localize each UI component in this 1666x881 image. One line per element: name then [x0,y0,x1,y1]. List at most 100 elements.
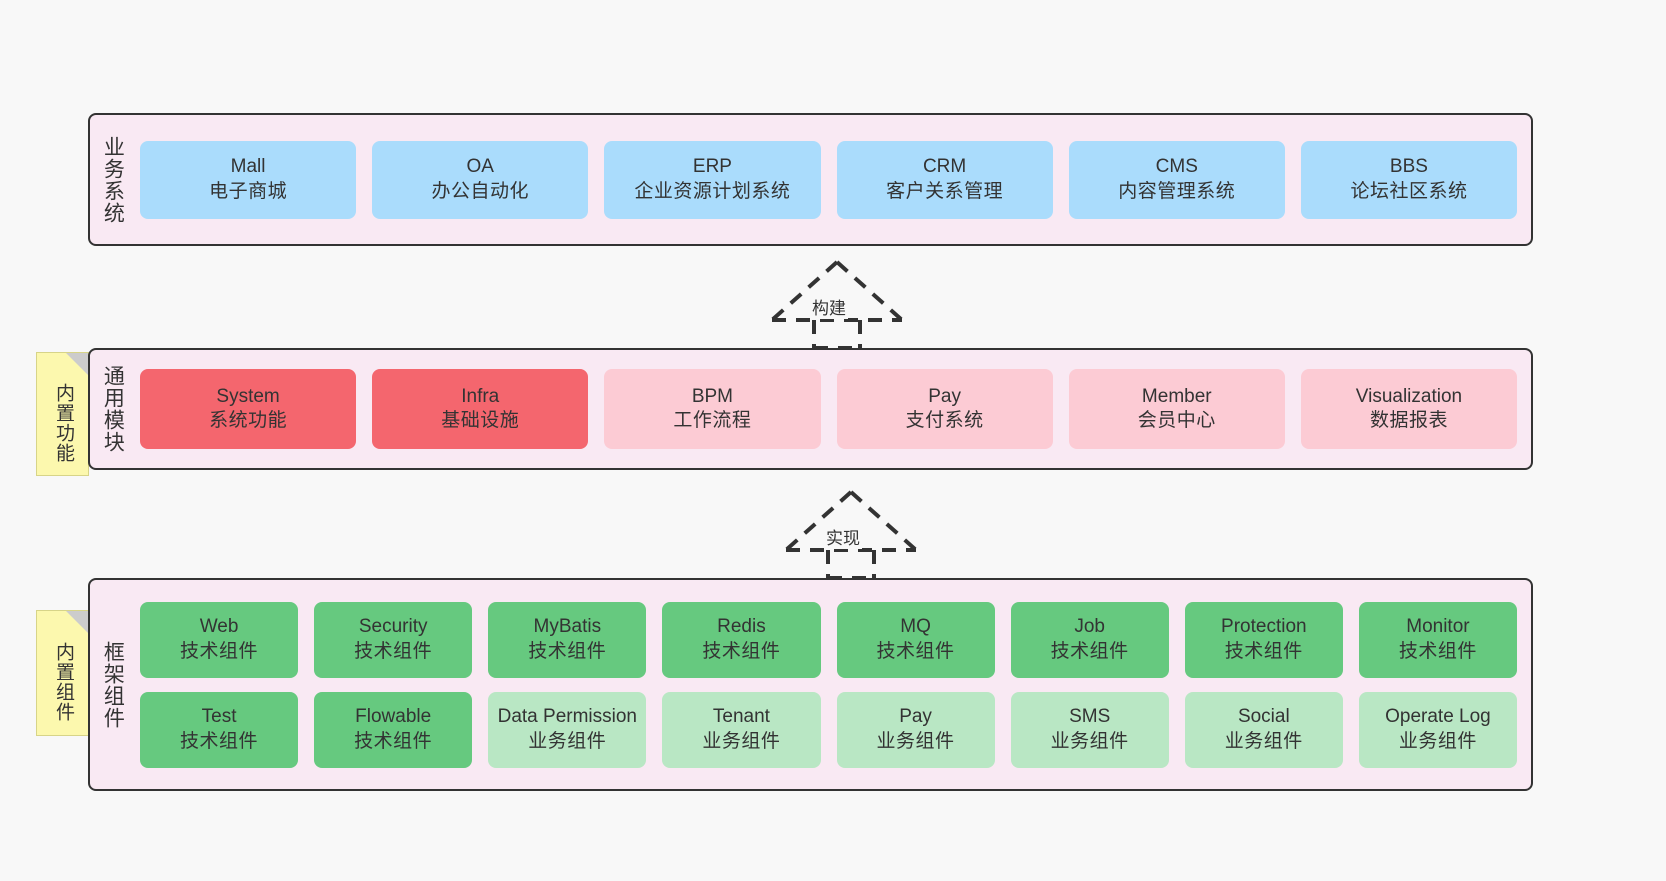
card-title-cn: 内容管理系统 [1118,180,1236,202]
card-title-cn: 电子商城 [209,180,288,202]
card-mall[interactable]: Mall 电子商城 [140,140,357,219]
card-erp[interactable]: ERP 企业资源计划系统 [604,140,821,219]
card-title-en: CMS [1155,156,1198,178]
card-title-en: Pay [928,385,961,407]
card-title-cn: 技术组件 [876,640,955,662]
note-builtin-components: 内置组件 [36,610,89,736]
card-title-cn: 客户关系管理 [886,180,1004,202]
card-title-cn: 会员中心 [1137,410,1216,431]
card-system[interactable]: System 系统功能 [140,369,357,449]
card-title-cn: 技术组件 [1050,640,1129,662]
business-card-row: Mall 电子商城 OA 办公自动化 ERP 企业资源计划系统 CRM 客户关系… [140,140,1518,219]
card-title-en: BBS [1389,156,1428,178]
card-title-cn: 论坛社区系统 [1350,180,1468,202]
card-mq[interactable]: MQ 技术组件 [836,601,995,678]
card-title-cn: 业务组件 [876,730,955,752]
card-title-cn: 业务组件 [528,730,607,752]
card-title-en: MQ [900,616,931,638]
card-title-cn: 业务组件 [1050,730,1129,752]
card-title-en: Mall [230,156,266,178]
card-title-cn: 工作流程 [673,410,752,431]
layer-body-business: Mall 电子商城 OA 办公自动化 ERP 企业资源计划系统 CRM 客户关系… [134,115,1531,244]
card-title-cn: 技术组件 [1224,640,1303,662]
card-monitor[interactable]: Monitor 技术组件 [1358,601,1517,678]
card-title-cn: 技术组件 [354,730,433,752]
card-infra[interactable]: Infra 基础设施 [372,369,589,449]
card-title-en: Pay [899,706,932,728]
card-title-cn: 系统功能 [209,410,288,431]
card-title-en: Job [1074,616,1105,638]
card-redis[interactable]: Redis 技术组件 [662,601,821,678]
card-title-en: SMS [1069,706,1111,728]
card-title-cn: 企业资源计划系统 [634,180,791,202]
card-bbs[interactable]: BBS 论坛社区系统 [1300,140,1518,219]
card-title-en: Member [1141,385,1212,407]
layer-body-framework: Web 技术组件 Security 技术组件 MyBatis 技术组件 Redi… [134,580,1531,789]
card-title-cn: 数据报表 [1369,410,1448,431]
card-data-permission[interactable]: Data Permission 业务组件 [488,691,647,768]
card-oa[interactable]: OA 办公自动化 [372,140,589,219]
card-title-cn: 业务组件 [1398,730,1477,752]
card-title-cn: 技术组件 [1398,640,1477,662]
card-protection[interactable]: Protection 技术组件 [1184,601,1343,678]
card-mybatis[interactable]: MyBatis 技术组件 [488,601,647,678]
card-title-en: Tenant [712,706,770,728]
card-title-en: Security [358,616,428,638]
card-title-en: Visualization [1355,385,1463,407]
card-title-cn: 业务组件 [702,730,781,752]
layer-framework-components: 框架组件 Web 技术组件 Security 技术组件 MyBatis 技术组件… [88,578,1533,791]
layer-title-business: 业务系统 [101,135,125,224]
card-visualization[interactable]: Visualization 数据报表 [1300,369,1518,449]
card-operate-log[interactable]: Operate Log 业务组件 [1358,691,1517,768]
card-web[interactable]: Web 技术组件 [140,601,299,678]
card-title-cn: 技术组件 [702,640,781,662]
card-social[interactable]: Social 业务组件 [1184,691,1343,768]
note-label: 内置组件 [52,642,74,722]
card-title-cn: 基础设施 [441,410,520,431]
card-title-en: Data Permission [497,706,637,728]
card-pay-component[interactable]: Pay 业务组件 [836,691,995,768]
card-title-en: Protection [1221,616,1307,638]
card-title-cn: 技术组件 [180,730,259,752]
card-tenant[interactable]: Tenant 业务组件 [662,691,821,768]
relation-build-label: 构建 [810,294,848,319]
card-title-en: ERP [692,156,732,178]
card-title-cn: 办公自动化 [431,180,530,202]
card-title-en: Redis [717,616,766,638]
layer-business-systems: 业务系统 Mall 电子商城 OA 办公自动化 ERP 企业资源计划系统 CRM [88,113,1533,246]
relation-implement: 实现 [766,488,936,580]
card-title-en: Operate Log [1385,706,1491,728]
card-test[interactable]: Test 技术组件 [140,691,299,768]
card-title-cn: 业务组件 [1224,730,1303,752]
layer-body-common: System 系统功能 Infra 基础设施 BPM 工作流程 Pay 支付系统… [134,350,1531,468]
note-builtin-features: 内置功能 [36,352,89,476]
note-fold-icon [66,353,88,375]
card-job[interactable]: Job 技术组件 [1010,601,1169,678]
card-flowable[interactable]: Flowable 技术组件 [314,691,473,768]
card-title-en: Web [199,616,239,638]
card-title-en: Flowable [355,706,432,728]
card-pay[interactable]: Pay 支付系统 [836,369,1053,449]
card-title-cn: 技术组件 [528,640,607,662]
card-security[interactable]: Security 技术组件 [314,601,473,678]
card-title-en: System [216,385,280,407]
layer-title-common: 通用模块 [101,365,125,453]
card-title-en: Test [201,706,237,728]
card-title-cn: 支付系统 [905,410,984,431]
framework-business-row: Test 技术组件 Flowable 技术组件 Data Permission … [140,691,1517,768]
card-crm[interactable]: CRM 客户关系管理 [836,140,1053,219]
layer-common-modules: 通用模块 System 系统功能 Infra 基础设施 BPM 工作流程 Pay [88,348,1533,470]
card-bpm[interactable]: BPM 工作流程 [604,369,821,449]
card-title-en: Monitor [1406,616,1470,638]
card-title-en: OA [466,156,494,178]
card-title-cn: 技术组件 [354,640,433,662]
framework-tech-row: Web 技术组件 Security 技术组件 MyBatis 技术组件 Redi… [140,601,1517,678]
card-title-en: BPM [691,385,734,407]
card-title-en: MyBatis [533,616,602,638]
card-sms[interactable]: SMS 业务组件 [1010,691,1169,768]
card-member[interactable]: Member 会员中心 [1068,369,1285,449]
note-label: 内置功能 [52,383,74,463]
card-cms[interactable]: CMS 内容管理系统 [1068,140,1285,219]
card-title-en: Infra [461,385,500,407]
